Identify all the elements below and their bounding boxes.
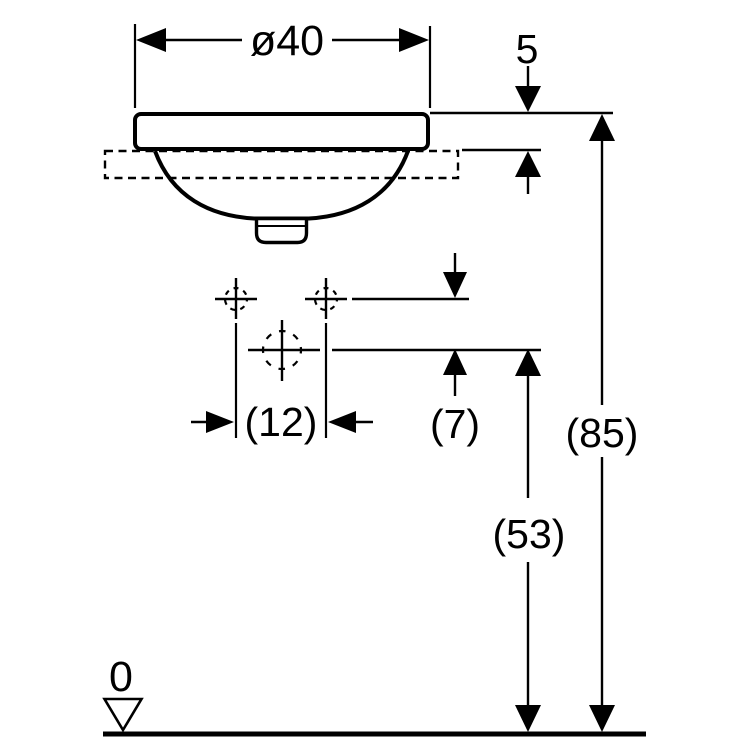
arrow-left-icon [136,28,166,52]
datum-triangle-icon [102,697,144,733]
tap-hole-left [215,278,257,319]
arrow-left-icon [328,411,356,433]
label-overall-height: (85) [566,410,639,456]
tap-hole-right [305,278,347,319]
arrow-up-icon [515,349,541,376]
label-axis-height: (53) [493,511,566,557]
label-diameter: ø40 [250,17,324,65]
arrow-down-icon [443,272,467,298]
tap-hole-markers [215,278,347,381]
arrow-up-icon [515,151,541,177]
basin-rim [133,112,430,151]
label-rim-above-counter: 5 [516,26,539,72]
label-floor-level: 0 [109,653,133,701]
drain-body [254,219,309,245]
washbasin-section [133,112,430,245]
arrow-down-icon [515,705,541,732]
label-tap-to-axis: (7) [430,401,480,447]
arrow-down-icon [589,705,615,732]
arrow-up-icon [443,349,467,375]
label-tap-spacing: (12) [245,399,318,445]
basin-bowl [153,150,410,221]
arrow-down-icon [515,86,541,112]
dim-tap-spacing-12: (12) [191,323,373,445]
dim-tap-to-axis-7: (7) [332,253,541,447]
arrow-up-icon [589,114,615,141]
zero-level: 0 [102,653,646,737]
arrow-right-icon [399,28,429,52]
dim-axis-height-53: (53) [493,349,566,732]
arrow-right-icon [206,411,234,433]
dim-rim-above-counter-5: 5 [430,26,613,194]
center-hole [248,320,320,381]
dim-diameter-40: ø40 [133,17,432,108]
dim-overall-height-85: (85) [566,114,639,732]
